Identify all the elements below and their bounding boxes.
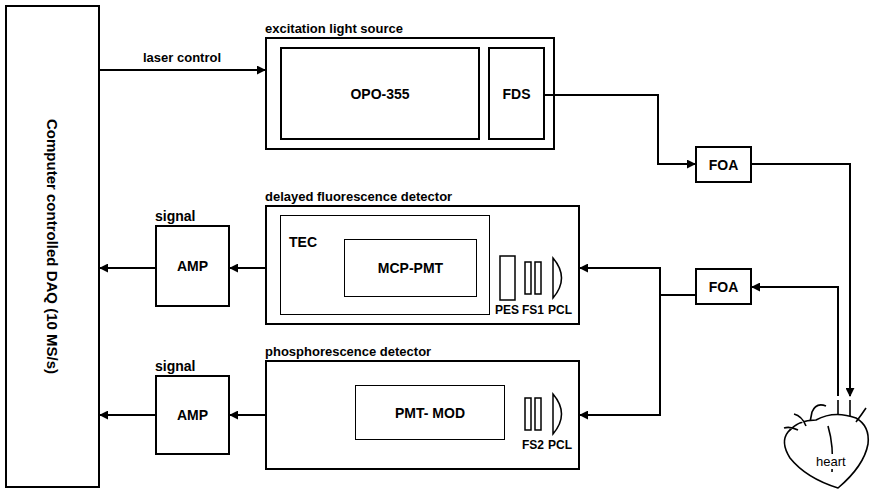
signal-arrow: [100, 414, 155, 416]
signal-arrow: [752, 164, 850, 396]
daq-box: Computer controlled DAQ (10 MS/s): [5, 5, 100, 488]
filter-plate: [525, 262, 531, 294]
box-label: FOA: [709, 157, 739, 173]
signal-arrow: [230, 414, 265, 416]
cooler-box: TEC MCP-PMT: [280, 215, 490, 315]
signal-arrow: [230, 267, 265, 269]
lens: [553, 394, 562, 434]
filter-plate: [535, 398, 541, 430]
signal-arrow: [100, 267, 155, 269]
daq-label: Computer controlled DAQ (10 MS/s): [44, 119, 61, 374]
box-label: MCP-PMT: [378, 260, 443, 276]
amplifier-box: signalAMP: [155, 375, 230, 455]
filter-plate: [525, 398, 531, 430]
box-label: OPO-355: [350, 86, 409, 102]
heart-organ: heart: [776, 396, 872, 490]
module-box: phosphorescence detectorPMT- MOD: [265, 360, 580, 470]
box-label: FDS: [503, 86, 531, 102]
signal-arrow: [580, 268, 695, 295]
signal-arrow: [545, 95, 695, 164]
pes-element: [500, 256, 515, 300]
heart-outline: [776, 396, 872, 490]
part-label: PCL: [548, 438, 572, 452]
amplifier-box: signalAMP: [155, 225, 230, 307]
part-label: FS1: [522, 303, 544, 317]
filter-plate: [535, 262, 541, 294]
module-title: excitation light source: [265, 21, 403, 36]
module-title: phosphorescence detector: [265, 344, 431, 359]
box-label: PMT- MOD: [395, 405, 465, 421]
fiber-optic-adapter: FOA: [695, 268, 752, 305]
fiber-optic-adapter: FOA: [695, 146, 752, 183]
edge-label: laser control: [141, 50, 223, 65]
part-label: FS2: [522, 438, 544, 452]
signal-label: signal: [155, 208, 195, 224]
signal-arrow: [580, 295, 695, 415]
process-box: PMT- MOD: [355, 385, 505, 440]
signal-arrow: [100, 69, 265, 71]
lens: [553, 258, 562, 298]
signal-arrow: [752, 287, 838, 396]
part-label: PES: [495, 303, 519, 317]
process-box: FDS: [488, 47, 545, 140]
box-label: TEC: [289, 234, 317, 250]
process-label: AMP: [177, 407, 208, 423]
module-title: delayed fluorescence detector: [265, 189, 452, 204]
module-box: excitation light sourceOPO-355FDS: [265, 37, 555, 150]
process-box: OPO-355: [280, 47, 480, 140]
organ-label: heart: [816, 454, 846, 469]
box-label: FOA: [709, 279, 739, 295]
signal-label: signal: [155, 358, 195, 374]
process-label: AMP: [177, 258, 208, 274]
process-box: MCP-PMT: [344, 239, 477, 297]
part-label: PCL: [548, 303, 572, 317]
